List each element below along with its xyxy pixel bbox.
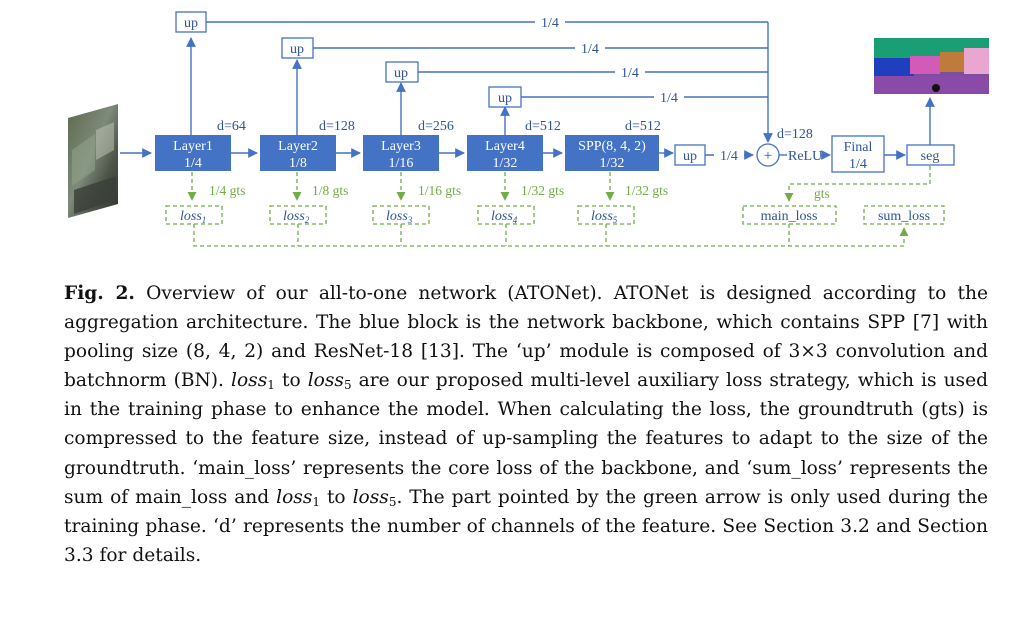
relu-label: ReLU <box>788 149 822 164</box>
layer1-name: Layer1 <box>173 139 213 154</box>
loss-bus <box>193 224 909 247</box>
layer4-name: Layer4 <box>485 139 525 154</box>
gts-label-1: 1/4 gts <box>209 183 245 198</box>
skip3-scale: 1/4 <box>621 66 639 81</box>
up-module-1: up <box>175 11 207 33</box>
layer4-channels: d=512 <box>525 119 561 134</box>
layer4-scale: 1/32 <box>493 156 518 171</box>
up-module-3: up <box>385 61 419 83</box>
skip2-scale: 1/4 <box>581 42 599 57</box>
gts-label-5: 1/32 gts <box>625 183 668 198</box>
svg-text:+: + <box>764 148 772 164</box>
layer4-block: Layer4 1/32 <box>467 135 543 171</box>
svg-text:seg: seg <box>921 149 940 164</box>
svg-text:up: up <box>394 66 408 81</box>
spp-out-scale: 1/4 <box>720 149 738 164</box>
up-module-spp: up <box>674 144 706 166</box>
gts-label-2: 1/8 gts <box>312 183 348 198</box>
layer3-block: Layer3 1/16 <box>363 135 439 171</box>
svg-text:1/4: 1/4 <box>849 157 867 172</box>
final-gts-label: gts <box>814 186 830 201</box>
svg-text:up: up <box>290 42 304 57</box>
loss3-label: loss3 <box>386 209 413 225</box>
layer3-channels: d=256 <box>418 119 454 134</box>
layer2-name: Layer2 <box>278 139 318 154</box>
spp-scale: 1/32 <box>600 156 625 171</box>
atonet-diagram: Layer1 1/4 Layer2 1/8 Layer3 1/16 Layer4… <box>68 11 989 247</box>
seg-block: seg <box>906 144 955 166</box>
loss1-label: loss1 <box>180 209 206 225</box>
figure-label: Fig. 2. <box>64 283 135 304</box>
figure-caption: Fig. 2. Overview of our all-to-one netwo… <box>64 283 988 566</box>
spp-channels: d=512 <box>625 119 661 134</box>
skip1-scale: 1/4 <box>541 16 559 31</box>
layer1-scale: 1/4 <box>184 156 202 171</box>
layer1-block: Layer1 1/4 <box>155 135 231 171</box>
skip4-scale: 1/4 <box>660 91 678 106</box>
sum-loss-label: sum_loss <box>878 209 930 224</box>
svg-text:up: up <box>683 149 697 164</box>
svg-text:up: up <box>498 91 512 106</box>
layer1-channels: d=64 <box>217 119 246 134</box>
loss4-label: loss4 <box>491 209 518 225</box>
spp-name: SPP(8, 4, 2) <box>578 139 646 154</box>
spp-block: SPP(8, 4, 2) 1/32 <box>565 135 659 171</box>
gts-label-3: 1/16 gts <box>418 183 461 198</box>
up-module-4: up <box>488 86 522 108</box>
layer3-scale: 1/16 <box>389 156 414 171</box>
final-gts-arrow <box>784 166 931 202</box>
svg-text:up: up <box>184 16 198 31</box>
input-image <box>68 104 118 218</box>
output-segmentation <box>874 38 989 94</box>
layer2-scale: 1/8 <box>289 156 307 171</box>
layer2-channels: d=128 <box>319 119 355 134</box>
gts-label-4: 1/32 gts <box>521 183 564 198</box>
layer3-name: Layer3 <box>381 139 421 154</box>
loss2-label: loss2 <box>283 209 310 225</box>
layer2-block: Layer2 1/8 <box>260 135 336 171</box>
final-block: Final 1/4 <box>831 135 885 173</box>
relu-channels: d=128 <box>777 127 813 142</box>
add-node: + <box>756 143 780 167</box>
up-module-2: up <box>281 37 314 59</box>
loss5-label: loss5 <box>591 209 618 225</box>
main-loss-label: main_loss <box>761 209 818 224</box>
svg-text:Final: Final <box>844 140 873 155</box>
